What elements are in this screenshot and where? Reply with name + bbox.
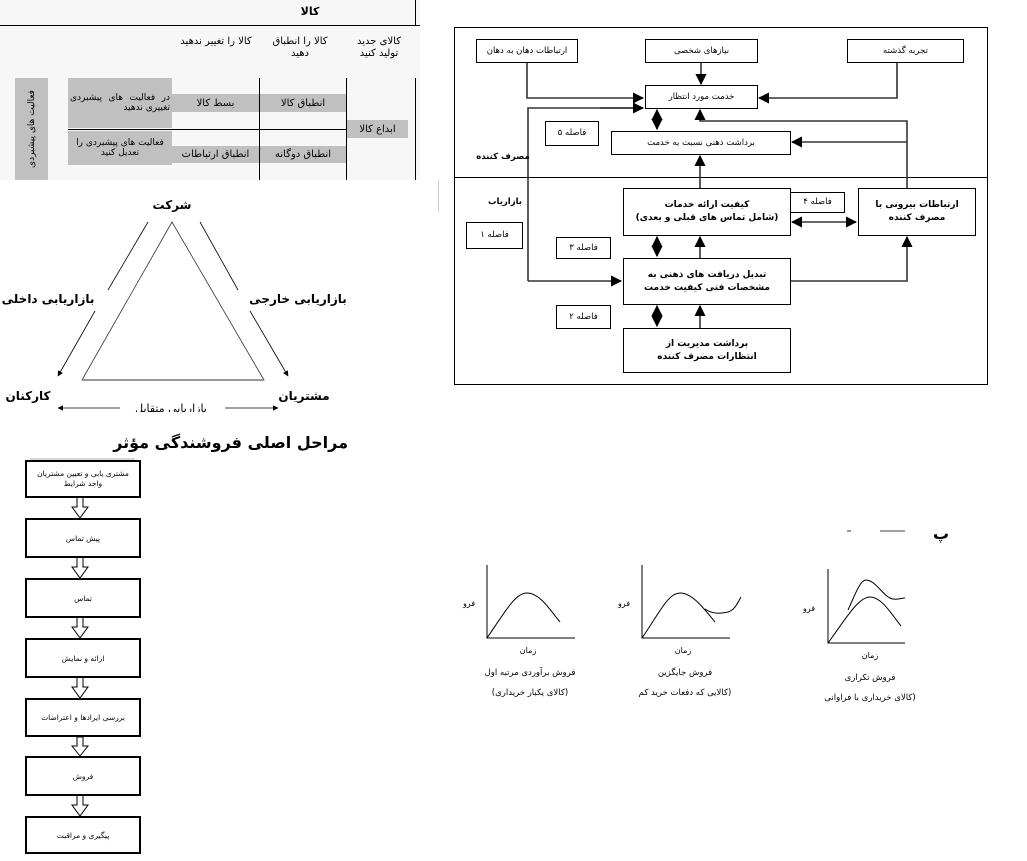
word-of-mouth-box: ارتباطات دهان به دهان	[476, 39, 578, 63]
chart1-ylabel: فرو	[462, 599, 476, 608]
chart2-caption-1: فروش جایگزین	[657, 668, 713, 678]
chart3-caption-1: فروش تکراری	[844, 673, 896, 683]
table-title: کالا	[300, 5, 320, 18]
management-perception-box: برداشت مدیریت از انتظارات مصرف کننده	[623, 328, 791, 373]
step-box-1: مشتری یابی و تعیین مشتریان واجد شرایط	[25, 460, 141, 498]
step-box-3: تماس	[25, 578, 141, 618]
step-box-6: فروش	[25, 756, 141, 796]
customers-label: مشتریان	[278, 389, 330, 403]
internal-marketing-label: بازاریابی داخلی	[1, 292, 95, 306]
chart1-caption-2: (کالای یکبار خریداری)	[491, 688, 569, 698]
selling-title: مراحل اصلی فروشندگی مؤثر	[113, 433, 348, 452]
table-vline-3	[415, 78, 416, 180]
adaptation-table: کالا کالای جدید تولید کنید کالا را انطبا…	[0, 0, 420, 180]
chart2-curve-first	[641, 592, 716, 639]
chart2-caption-2: (کالایی که دفعات خرید کم	[638, 688, 732, 698]
flow-arrow-4	[71, 676, 89, 699]
external-marketing-line	[199, 221, 239, 291]
cell-dual-adaptation: انطباق دوگانه	[260, 146, 346, 163]
gap3-box: فاصله ۳	[556, 237, 611, 259]
external-marketing-arrow	[249, 310, 289, 377]
chart2-ylabel: فرو	[617, 599, 631, 608]
step-box-5: بررسی ایرادها و اعتراضات	[25, 698, 141, 737]
chart2-axes	[641, 565, 730, 639]
flow-arrow-2	[71, 556, 89, 579]
column-header-adapt: کالا را انطباق دهید	[272, 36, 328, 59]
triangle-shape	[81, 221, 265, 381]
sales-heading-fragment: پ	[932, 524, 950, 543]
column-header-new: کالای جدید تولید کنید	[357, 36, 401, 59]
cell-communication-adaptation: انطباق ارتباطات	[172, 146, 259, 163]
servqual-frame	[454, 27, 988, 385]
internal-marketing-arrow	[57, 310, 96, 377]
step-box-7: پیگیری و مراقبت	[25, 816, 141, 854]
external-communications-box: ارتباطات بیرونی با مصرف کننده	[858, 188, 976, 236]
internal-marketing-line	[107, 221, 149, 291]
arrow-wom-to-expected	[526, 62, 645, 104]
chart1-caption-1: فروش برآوردی مرتبه اول	[484, 668, 576, 678]
chart3-curve-first	[827, 596, 902, 644]
expected-service-box: خدمت مورد انتظار	[645, 85, 758, 109]
perceived-service-box: برداشت ذهنی نسبت به خدمت	[611, 131, 791, 155]
employees-label: کارکنان	[5, 389, 51, 403]
table-right-border	[415, 0, 416, 25]
personal-needs-box: نیازهای شخصی	[645, 39, 758, 63]
chart2-xlabel: زمان	[674, 646, 692, 655]
consumer-label: مصرف کننده	[476, 152, 530, 162]
row-label-1: در فعالیت های پیشبردی تغییری ندهید	[68, 78, 172, 128]
table-hline	[68, 129, 347, 130]
external-marketing-label: بازاریابی خارجی	[249, 292, 347, 306]
column-header-keep: کالا را تغییر ندهید	[180, 36, 252, 47]
gap2-box: فاصله ۲	[556, 305, 611, 329]
cell-product-adaptation: انطباق کالا	[260, 94, 346, 112]
row-label-2: فعالیت های پیشبردی را تعدیل کنید	[68, 131, 172, 165]
past-experience-box: تجربه گذشته	[847, 39, 964, 63]
flow-arrow-1	[71, 496, 89, 519]
chart3-caption-2: (کالای خریداری با فراوانی	[824, 693, 916, 703]
chart1-axes	[486, 565, 575, 639]
triangle-company-label: شرکت	[152, 198, 192, 212]
gap4-box: فاصله ۴	[790, 192, 845, 213]
service-delivery-box: کیفیت ارائه خدمات (شامل تماس های قبلی و …	[623, 188, 791, 236]
marketer-label: بازاریاب	[487, 197, 522, 207]
chart1-curve	[486, 592, 561, 639]
arrow-translation-to-external	[790, 235, 913, 282]
table-header-line	[0, 25, 420, 26]
cell-product-extension: بسط کالا	[172, 94, 259, 112]
divider-line	[438, 180, 439, 212]
step-box-2: پیش تماس	[25, 518, 141, 558]
cell-product-invention: ابداع کالا	[347, 120, 408, 138]
flow-arrow-6	[71, 794, 89, 817]
chart3-curve-repeat	[847, 579, 906, 611]
interactive-marketing-label: بازاریابی متقابل	[135, 403, 207, 412]
arrow-external-to-expected	[694, 108, 908, 188]
translation-box: تبدیل دریافت های ذهنی به مشخصات فنی کیفی…	[623, 258, 791, 305]
arrow-past-to-expected	[757, 62, 898, 104]
gap1-box: فاصله ۱	[466, 222, 523, 249]
chart2-curve-replacement	[704, 596, 742, 614]
side-label: فعالیت های پیشبردی	[15, 78, 48, 180]
gap5-box: فاصله ۵	[545, 121, 599, 146]
flow-arrow-3	[71, 616, 89, 639]
step-box-4: ارائه و نمایش	[25, 638, 141, 678]
flow-arrow-5	[70, 736, 90, 757]
chart1-xlabel: زمان	[519, 646, 537, 655]
chart3-ylabel: فرو	[802, 604, 816, 613]
chart3-xlabel: زمان	[861, 651, 879, 660]
